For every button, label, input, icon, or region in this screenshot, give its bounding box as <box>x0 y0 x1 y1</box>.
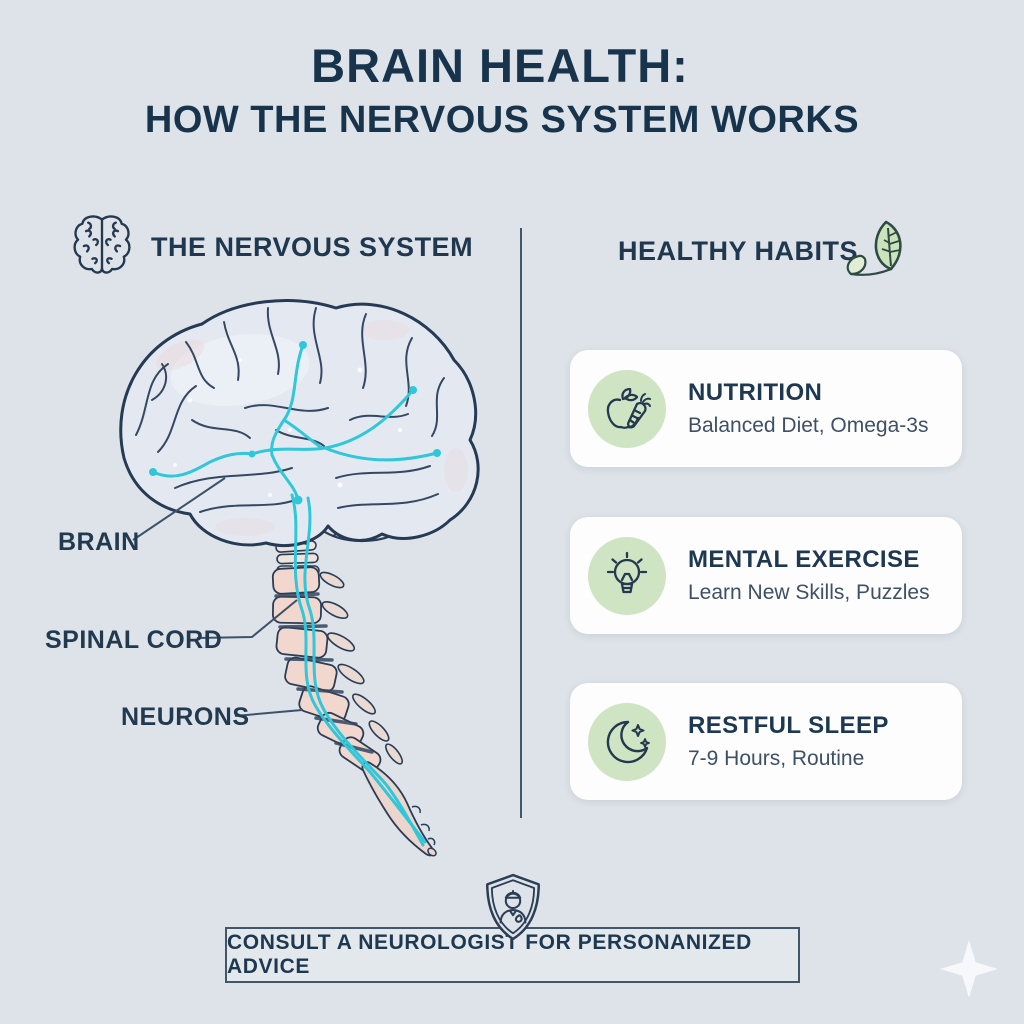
habit-card-nutrition: NUTRITION Balanced Diet, Omega-3s <box>570 350 962 467</box>
label-spinal-cord: SPINAL CORD <box>45 626 223 654</box>
consult-banner-text: CONSULT A NEUROLOGIST FOR PERSONANIZED A… <box>227 931 752 978</box>
card-title-restful-sleep: RESTFUL SLEEP <box>688 712 889 739</box>
card-title-nutrition: NUTRITION <box>688 379 823 406</box>
apple-carrot-icon <box>588 369 666 448</box>
label-brain: BRAIN <box>58 528 140 556</box>
brain-icon <box>71 212 133 278</box>
page-title-line1: BRAIN HEALTH: <box>311 39 689 92</box>
doctor-shield-icon <box>482 872 544 942</box>
section-heading-healthy-habits: HEALTHY HABITS <box>618 236 859 266</box>
card-title-mental-exercise: MENTAL EXERCISE <box>688 546 920 573</box>
label-neurons: NEURONS <box>121 703 250 731</box>
section-heading-nervous-system: THE NERVOUS SYSTEM <box>151 232 474 262</box>
vertical-divider <box>520 228 522 818</box>
crescent-moon-icon <box>588 702 666 781</box>
consult-banner: CONSULT A NEUROLOGIST FOR PERSONANIZED A… <box>225 927 800 983</box>
habit-card-mental-exercise: MENTAL EXERCISE Learn New Skills, Puzzle… <box>570 517 962 634</box>
nervous-system-illustration <box>40 280 520 880</box>
leaf-icon <box>840 216 912 282</box>
lightbulb-icon <box>588 536 666 615</box>
page-title-line2: HOW THE NERVOUS SYSTEM WORKS <box>144 99 860 141</box>
habit-card-restful-sleep: RESTFUL SLEEP 7-9 Hours, Routine <box>570 683 962 800</box>
sparkle-icon <box>938 938 1000 1000</box>
card-subtitle-restful-sleep: 7-9 Hours, Routine <box>688 747 865 770</box>
card-subtitle-nutrition: Balanced Diet, Omega-3s <box>688 414 929 437</box>
card-subtitle-mental-exercise: Learn New Skills, Puzzles <box>688 581 930 604</box>
